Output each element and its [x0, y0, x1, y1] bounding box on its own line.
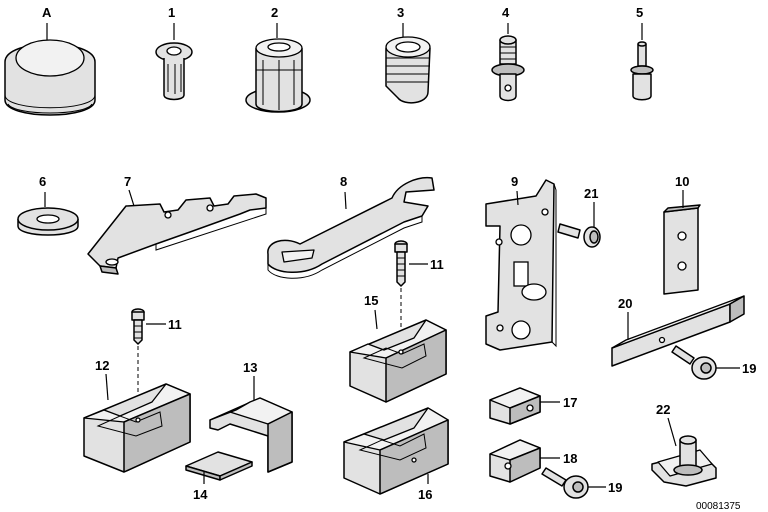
part-20-square-bar	[611, 295, 745, 367]
part-10-small-plate	[663, 204, 701, 295]
part-4-threaded-pin	[491, 35, 525, 102]
callout-15: 15	[364, 293, 378, 308]
callout-9: 9	[511, 174, 518, 189]
callout-5: 5	[636, 5, 643, 20]
callout-13: 13	[243, 360, 257, 375]
leader-15	[374, 309, 378, 330]
callout-1: 1	[168, 5, 175, 20]
callout-10: 10	[675, 174, 689, 189]
callout-14: 14	[193, 487, 208, 502]
callout-11b: 11	[168, 317, 182, 332]
part-1-rivet-nut	[155, 42, 193, 101]
part-17-small-block	[489, 387, 541, 425]
part-12-clip-block	[83, 383, 191, 473]
callout-20: 20	[618, 296, 632, 311]
leader-22	[667, 417, 677, 447]
part-21-screw	[557, 223, 601, 248]
part-22-spring-clip	[651, 435, 717, 487]
callout-16: 16	[418, 487, 432, 502]
callout-7: 7	[124, 174, 131, 189]
callout-17: 17	[563, 395, 577, 410]
part-18-small-block	[489, 439, 541, 483]
callout-18: 18	[563, 451, 577, 466]
part-a-cap	[4, 39, 96, 116]
callout-21: 21	[584, 186, 598, 201]
part-2-hex-insert	[245, 38, 311, 113]
leader-12	[105, 373, 109, 401]
callout-12: 12	[95, 358, 109, 373]
part-3-grommet	[385, 36, 431, 104]
part-14-flat-pad	[185, 451, 253, 481]
part-5-pin	[630, 41, 654, 101]
callout-2: 2	[271, 5, 278, 20]
reference-number: 00081375	[696, 501, 741, 512]
part-6-washer	[17, 207, 79, 236]
leader-9	[516, 190, 519, 206]
part-11-bolt-lower	[131, 308, 145, 345]
callout-3: 3	[397, 5, 404, 20]
part-13-u-channel	[209, 397, 293, 473]
part-11-bolt-upper	[394, 240, 408, 287]
part-8-slotted-wrench	[267, 176, 435, 279]
callout-8: 8	[340, 174, 347, 189]
part-15-clip-block	[349, 319, 447, 403]
callout-6: 6	[39, 174, 46, 189]
callout-11a: 11	[430, 257, 444, 272]
callout-19b: 19	[608, 480, 622, 495]
leader-7	[128, 189, 135, 207]
callout-a: A	[42, 5, 52, 20]
part-7-notched-plate	[87, 193, 267, 275]
part-16-clip-block	[343, 407, 449, 495]
part-9-bracket-plate	[485, 179, 557, 351]
part-19-screw-lower	[541, 467, 589, 499]
callout-22: 22	[656, 402, 670, 417]
part-19-screw-upper	[671, 345, 717, 380]
leader-8	[344, 191, 347, 210]
callout-19a: 19	[742, 361, 756, 376]
callout-4: 4	[502, 5, 510, 20]
